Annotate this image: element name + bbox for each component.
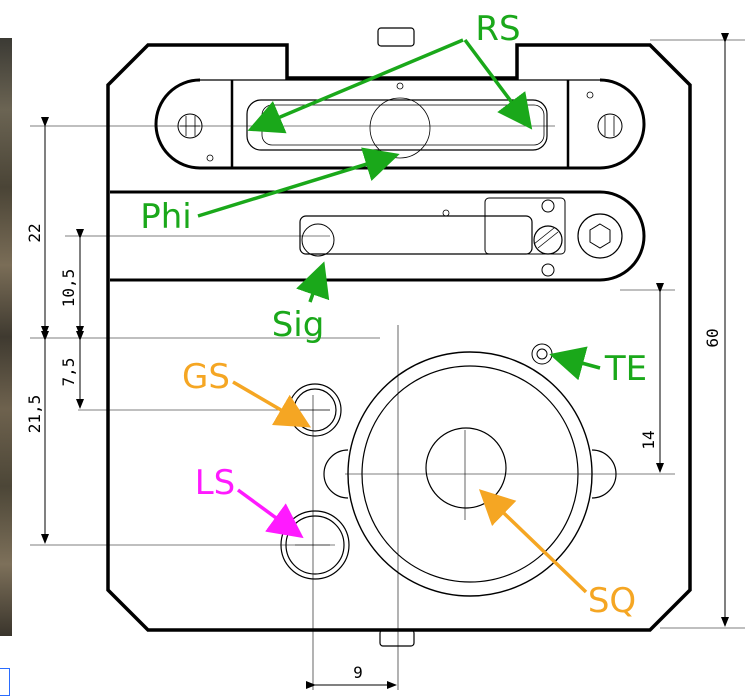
rs-slot-assembly (154, 78, 646, 170)
label-te: TE (604, 349, 647, 389)
label-ls: LS (195, 463, 236, 503)
dim-21-5: 21,5 (25, 395, 44, 434)
dim-10-5: 10,5 (59, 269, 78, 308)
dim-7-5: 7,5 (59, 358, 78, 387)
sq-wheel (323, 351, 617, 597)
te-part (531, 343, 553, 365)
label-phi: Phi (140, 197, 192, 237)
label-gs: GS (182, 357, 230, 397)
label-sq: SQ (588, 581, 636, 621)
dimension-lines (41, 33, 729, 689)
sig-arm-assembly (110, 190, 646, 282)
housing-outline (106, 43, 692, 632)
dim-14: 14 (639, 430, 658, 449)
photo-strip (0, 38, 12, 636)
bottom-knob (379, 629, 415, 647)
callout-arrows (197, 38, 601, 594)
dim-22: 22 (25, 223, 44, 242)
centerlines (30, 39, 745, 690)
ls-hole (280, 510, 350, 580)
corner-frame-mark (0, 668, 10, 696)
top-knob (377, 27, 415, 47)
label-rs: RS (475, 9, 520, 49)
dim-60: 60 (703, 328, 722, 347)
dim-9: 9 (353, 663, 363, 682)
label-sig: Sig (272, 305, 325, 345)
